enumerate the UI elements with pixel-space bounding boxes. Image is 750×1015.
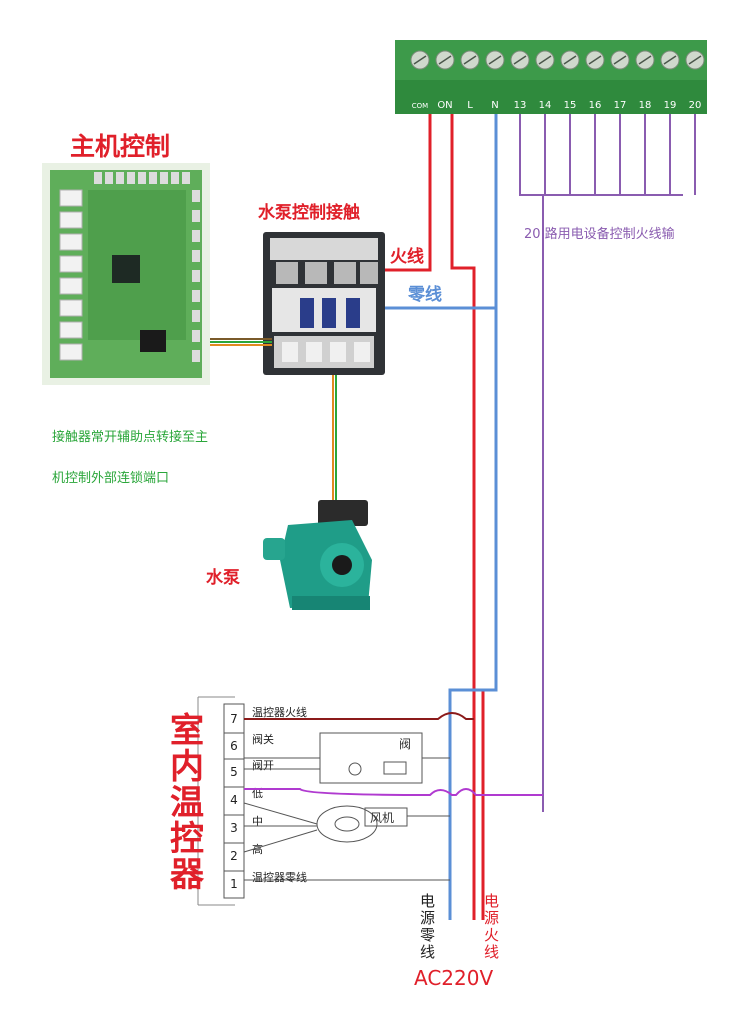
power-label-char: 源 <box>420 909 435 927</box>
fan-label: 风机 <box>370 811 394 825</box>
board-to-contactor-wires <box>210 338 272 346</box>
header-pin <box>116 172 124 184</box>
thermostat-terminal-label: 中 <box>252 815 263 828</box>
terminal-label: 13 <box>514 100 527 111</box>
header-pin <box>94 172 102 184</box>
terminal-label: COM <box>412 102 428 110</box>
relay <box>59 299 83 317</box>
terminal-label: 15 <box>564 100 577 111</box>
terminal-label: N <box>491 100 498 111</box>
header-pin <box>171 172 179 184</box>
power-label-char: 电 <box>420 892 435 910</box>
power-label-char: 零 <box>420 926 435 944</box>
thermostat-terminal-label: 高 <box>252 842 263 856</box>
thermostat-terminal-number: 5 <box>230 765 238 779</box>
side-pin <box>192 310 200 322</box>
neutral-wire-label: 零线 <box>407 284 442 305</box>
side-pin <box>192 350 200 362</box>
pump-contactor <box>263 232 385 375</box>
thermostat-title-char: 控 <box>170 819 204 859</box>
power-label-char: 源 <box>484 909 499 927</box>
power-label-char: 火 <box>484 926 499 944</box>
power-label-char: 线 <box>484 943 499 961</box>
relay <box>59 233 83 251</box>
header-pin <box>182 172 190 184</box>
pump-label: 水泵 <box>206 567 240 588</box>
relay <box>59 343 83 361</box>
thermostat-terminal-label: 阀开 <box>252 758 274 772</box>
pump-contact-label: 水泵控制接触 <box>258 202 360 223</box>
side-pin <box>192 210 200 222</box>
aux-note-line2: 机控制外部连锁端口 <box>52 470 169 486</box>
thermostat-title-char: 室 <box>170 711 204 751</box>
header-pin <box>138 172 146 184</box>
main-control-board <box>42 163 210 385</box>
relay <box>59 321 83 339</box>
relay <box>59 189 83 207</box>
side-pin <box>192 270 200 282</box>
thermostat-wiring <box>243 712 543 881</box>
live-wires <box>385 114 485 920</box>
output-wires <box>519 114 696 812</box>
terminal-block: COM ON L N 13 14 15 16 17 18 19 20 <box>395 40 707 114</box>
header-pin <box>160 172 168 184</box>
valve-label: 阀 <box>399 737 411 751</box>
thermostat-terminal-label: 温控器零线 <box>252 870 307 884</box>
thermostat-title-char: 温 <box>170 783 204 823</box>
thermostat-terminal-number: 7 <box>230 712 238 726</box>
thermostat-terminal-number: 4 <box>230 793 238 807</box>
thermostat-terminal-number: 6 <box>230 739 238 753</box>
water-pump <box>263 500 372 610</box>
thermostat-terminal-number: 2 <box>230 849 238 863</box>
power-label-char: 线 <box>420 943 435 961</box>
thermostat-terminal-label: 阀关 <box>252 732 274 746</box>
relay <box>59 277 83 295</box>
terminal-label: 19 <box>664 100 677 111</box>
side-pin <box>192 250 200 262</box>
side-pin <box>192 290 200 302</box>
terminal-label: ON <box>437 100 452 111</box>
thermostat-terminal-number: 3 <box>230 821 238 835</box>
header-pin <box>127 172 135 184</box>
terminal-label: 14 <box>539 100 552 111</box>
side-pin <box>192 190 200 202</box>
aux-note-line1: 接触器常开辅助点转接至主 <box>52 429 208 445</box>
neutral-wires <box>385 114 498 920</box>
contactor-to-pump-wires <box>332 375 337 500</box>
side-pin <box>192 230 200 242</box>
ac-voltage-label: AC220V <box>414 966 493 990</box>
terminal-label: L <box>467 100 473 111</box>
side-pin <box>192 330 200 342</box>
relay <box>59 255 83 273</box>
main-control-title: 主机控制 <box>70 132 170 161</box>
power-label-char: 电 <box>484 892 499 910</box>
terminal-label: 17 <box>614 100 627 111</box>
relay <box>59 211 83 229</box>
header-pin <box>149 172 157 184</box>
thermostat-title-char: 内 <box>170 747 204 787</box>
thermostat-terminal-number: 1 <box>230 877 238 891</box>
terminal-label: 20 <box>689 100 702 111</box>
output-note: 20 路用电设备控制火线输 <box>524 226 675 242</box>
terminal-label: 16 <box>589 100 602 111</box>
terminal-label: 18 <box>639 100 652 111</box>
live-wire-label: 火线 <box>390 246 424 267</box>
thermostat-terminal-label: 温控器火线 <box>252 705 307 719</box>
thermostat-terminal-label: 低 <box>252 787 263 800</box>
header-pin <box>105 172 113 184</box>
thermostat-title-char: 器 <box>170 855 205 895</box>
